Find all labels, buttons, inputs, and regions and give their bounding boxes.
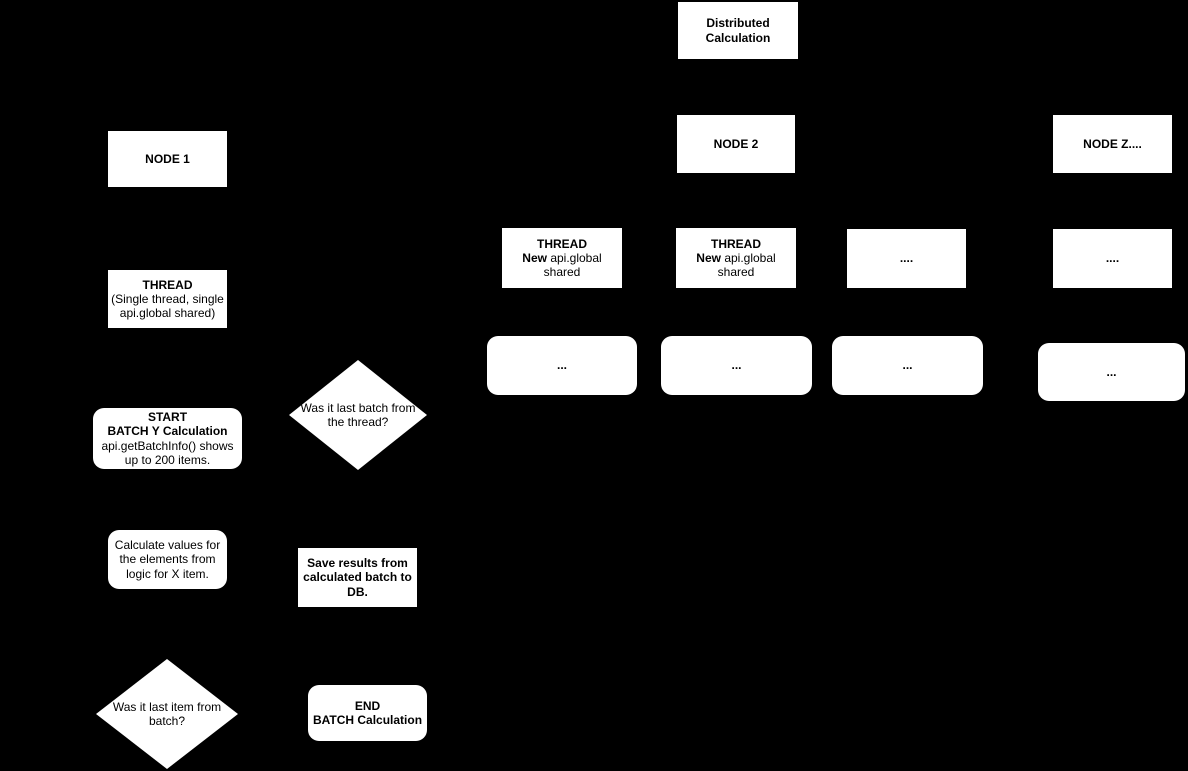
- box-more-threads-1: ....: [847, 229, 966, 288]
- box-node-z-label: NODE Z....: [1053, 137, 1172, 151]
- box-ellipsis-1-text: ...: [556, 358, 567, 373]
- box-node-1-label: NODE 1: [108, 152, 227, 166]
- box-more-threads-2: ....: [1053, 229, 1172, 288]
- box-ellipsis-1: ...: [487, 336, 637, 395]
- box-node-2-label: NODE 2: [677, 137, 795, 151]
- diamond-last-batch: Was it last batch from the thread?: [289, 360, 427, 470]
- box-node-1: NODE 1: [108, 131, 227, 187]
- box-save-results-text: Save results from calculated batch to DB…: [303, 556, 412, 599]
- diamond-last-item: Was it last item from batch?: [96, 659, 238, 769]
- box-ellipsis-3-text: ...: [902, 358, 913, 373]
- box-ellipsis-4-label: ...: [1038, 365, 1185, 379]
- box-thread-new-1-text: THREAD: [537, 236, 587, 251]
- box-calculate-values-text: Calculate values for the elements from l…: [114, 538, 221, 581]
- box-ellipsis-3: ...: [832, 336, 983, 395]
- diamond-last-batch-label: Was it last batch from the thread?: [289, 401, 427, 429]
- box-node-z-text: NODE Z....: [1083, 136, 1142, 151]
- box-ellipsis-2: ...: [661, 336, 812, 395]
- box-calculate-values: Calculate values for the elements from l…: [108, 530, 227, 589]
- box-ellipsis-1-label: ...: [487, 358, 637, 372]
- box-thread-new-1-text: New: [522, 250, 547, 265]
- diamond-last-item-label: Was it last item from batch?: [96, 700, 238, 728]
- box-distributed-calculation-text: Distributed Calculation: [705, 16, 771, 45]
- box-thread-single-text: (Single thread, single api.global shared…: [111, 291, 224, 321]
- box-calculate-values-label: Calculate values for the elements from l…: [108, 538, 227, 580]
- box-start-batch-text: api.getBatchInfo() shows up to 200 items…: [101, 438, 234, 467]
- box-node-2: NODE 2: [677, 115, 795, 173]
- box-start-batch-text: START: [147, 410, 188, 425]
- box-more-threads-1-text: ....: [899, 251, 914, 266]
- box-node-1-text: NODE 1: [145, 151, 190, 166]
- box-more-threads-1-label: ....: [847, 251, 966, 265]
- box-thread-new-2-text: THREAD: [711, 236, 761, 251]
- box-more-threads-2-text: ....: [1105, 251, 1120, 266]
- box-ellipsis-2-text: ...: [731, 358, 742, 373]
- box-save-results-label: Save results from calculated batch to DB…: [298, 556, 417, 598]
- box-end-batch-text: END: [354, 698, 381, 713]
- box-save-results: Save results from calculated batch to DB…: [298, 548, 417, 607]
- box-thread-new-1-text: api.global shared: [543, 250, 602, 280]
- box-ellipsis-4-text: ...: [1106, 364, 1117, 379]
- box-node-z: NODE Z....: [1053, 115, 1172, 173]
- box-thread-single-text: THREAD: [142, 277, 193, 292]
- box-ellipsis-3-label: ...: [832, 358, 983, 372]
- box-thread-single: THREAD(Single thread, single api.global …: [108, 270, 227, 328]
- box-distributed-calculation-label: Distributed Calculation: [678, 16, 798, 44]
- box-thread-single-label: THREAD(Single thread, single api.global …: [108, 278, 227, 320]
- diamond-last-item-text: Was it last item from batch?: [112, 699, 222, 728]
- box-distributed-calculation: Distributed Calculation: [678, 2, 798, 59]
- box-more-threads-2-label: ....: [1053, 251, 1172, 265]
- box-ellipsis-4: ...: [1038, 343, 1185, 401]
- box-node-2-text: NODE 2: [713, 136, 759, 151]
- box-thread-new-2-text: New: [696, 250, 721, 265]
- box-end-batch-text: BATCH Calculation: [312, 713, 423, 727]
- box-start-batch-text: BATCH Y Calculation: [107, 424, 228, 439]
- diamond-last-batch-text: Was it last batch from the thread?: [300, 400, 416, 429]
- box-ellipsis-2-label: ...: [661, 358, 812, 372]
- box-thread-new-2-text: api.global shared: [717, 250, 776, 280]
